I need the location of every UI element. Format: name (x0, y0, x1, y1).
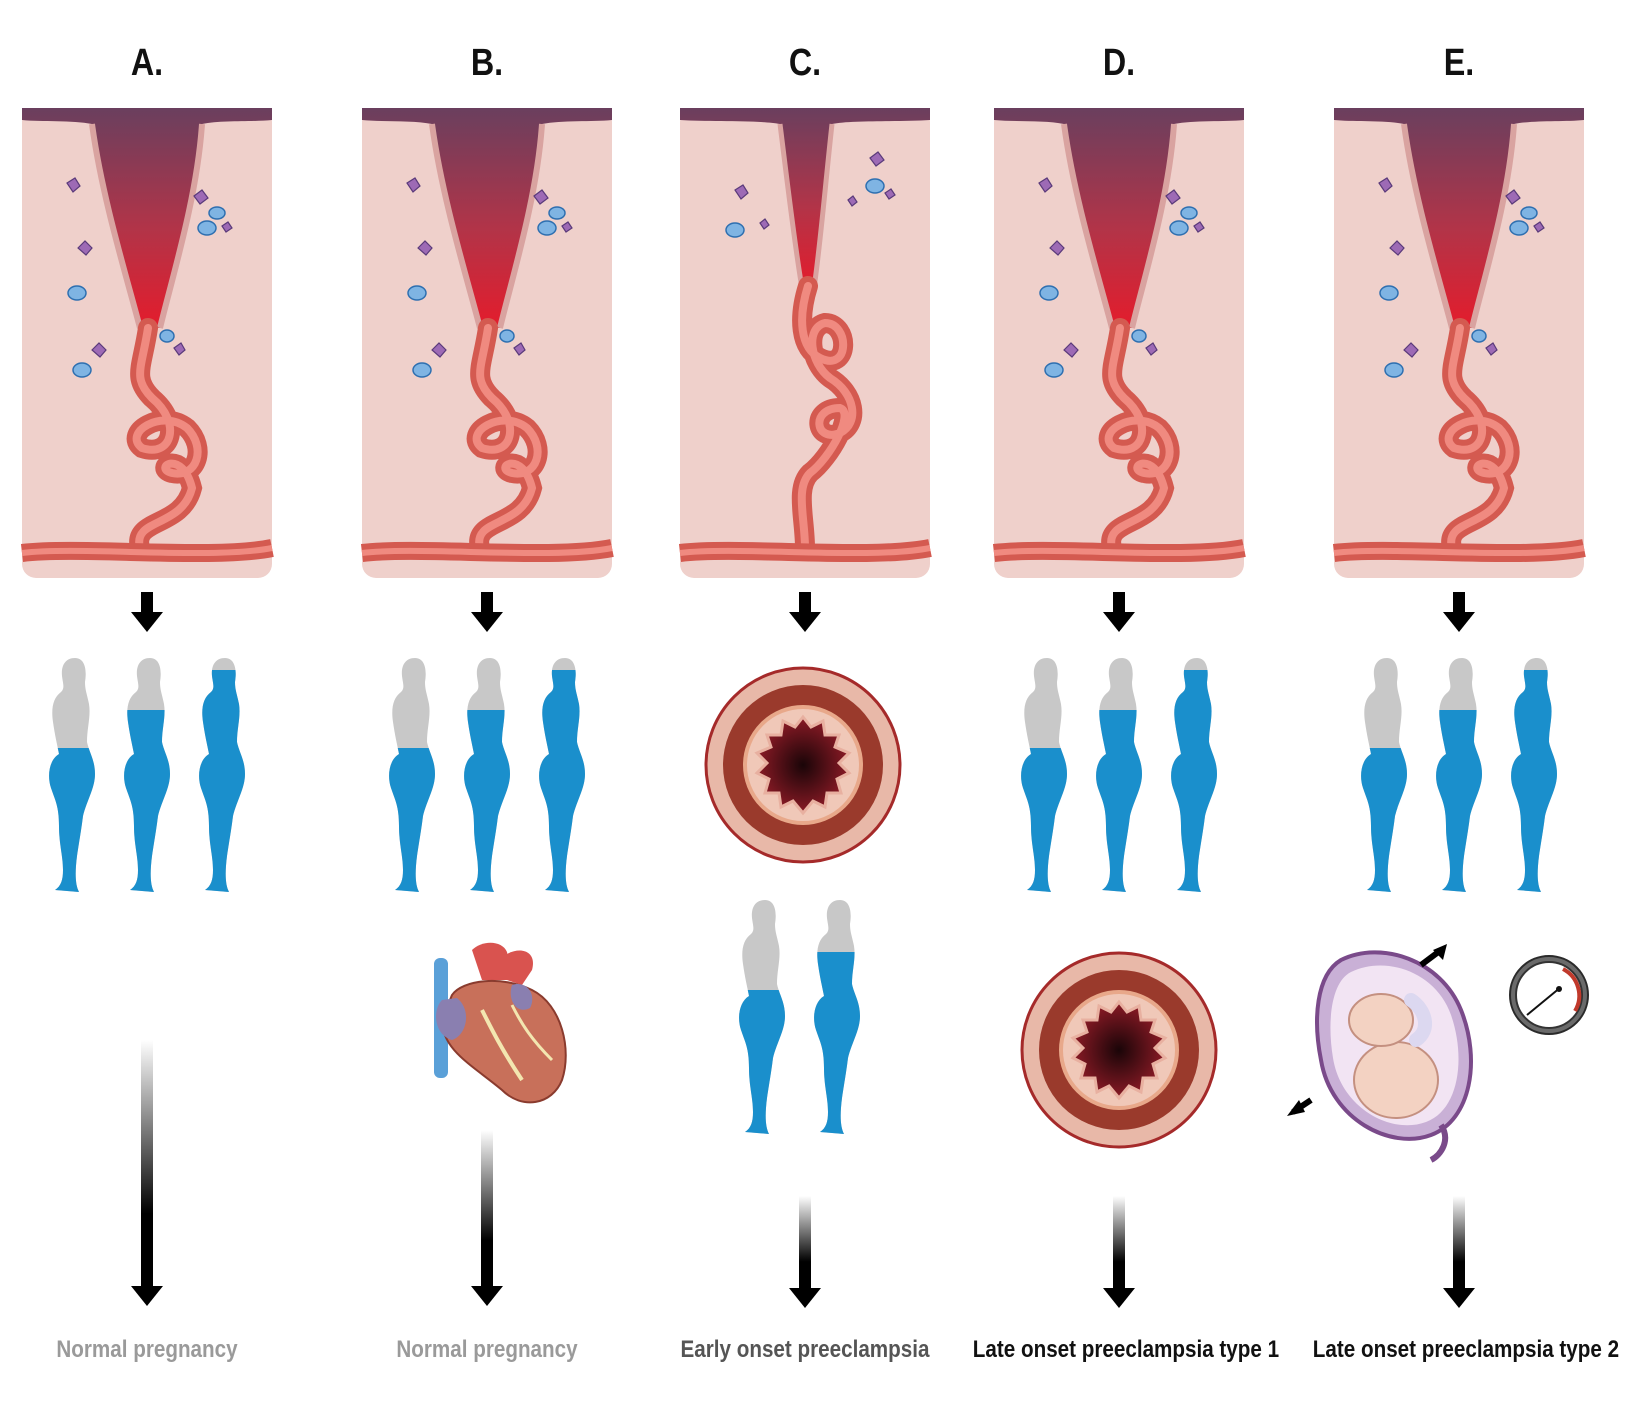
panel-column-e: E. (1287, 0, 1619, 1414)
vessel-cross-section-icon (1019, 950, 1219, 1150)
pregnant-woman-icon (45, 656, 255, 906)
fading-long-arrow-icon (675, 1196, 935, 1312)
panel-letter: E. (1443, 42, 1475, 84)
panel-letter: D. (1102, 42, 1136, 84)
pregnant-woman-icon (735, 898, 875, 1148)
spiral-artery-icon (20, 108, 274, 578)
fetus-in-uterus-icon (1287, 940, 1501, 1163)
fading-long-arrow-icon (1329, 1196, 1589, 1312)
fading-long-arrow-icon (17, 1040, 277, 1310)
spiral-artery-icon (992, 108, 1246, 578)
outcome-label: Early onset preeclampsia (680, 1336, 930, 1363)
vessel-cross-section-icon (703, 665, 903, 865)
panel-column-b: B. (357, 0, 617, 1414)
fading-long-arrow-icon (357, 1130, 617, 1310)
pressure-gauge-icon (1509, 955, 1589, 1035)
fading-long-arrow-icon (989, 1196, 1249, 1312)
down-arrow-icon (17, 592, 277, 634)
spiral-artery-icon (360, 108, 614, 578)
panel-letter: C. (788, 42, 822, 84)
panel-column-a: A. (17, 0, 277, 1414)
panel-column-c: C. (675, 0, 935, 1414)
heart-icon (412, 940, 572, 1110)
outcome-label: Late onset preeclampsia type 2 (1312, 1336, 1620, 1363)
pregnant-woman-icon (385, 656, 595, 906)
outcome-label: Normal pregnancy (396, 1336, 578, 1363)
outcome-label: Normal pregnancy (56, 1336, 238, 1363)
spiral-artery-icon (1332, 108, 1586, 578)
pregnant-woman-icon (1357, 656, 1567, 906)
pregnant-woman-icon (1017, 656, 1227, 906)
panel-letter: A. (130, 42, 164, 84)
down-arrow-icon (675, 592, 935, 634)
outcome-label: Late onset preeclampsia type 1 (972, 1336, 1280, 1363)
panel-letter: B. (470, 42, 504, 84)
down-arrow-icon (989, 592, 1249, 634)
panel-column-d: D. (973, 0, 1279, 1414)
spiral-artery-icon (678, 108, 932, 578)
down-arrow-icon (357, 592, 617, 634)
down-arrow-icon (1329, 592, 1589, 634)
